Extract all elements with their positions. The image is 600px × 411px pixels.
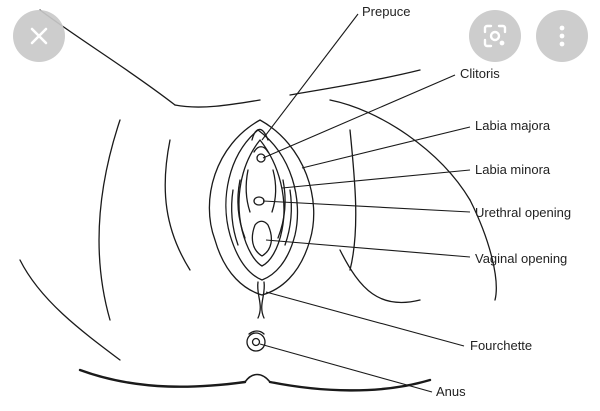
label-clitoris: Clitoris bbox=[460, 66, 500, 81]
label-vaginal-opening: Vaginal opening bbox=[475, 251, 568, 266]
label-anus: Anus bbox=[436, 384, 466, 399]
leader-vaginal-opening bbox=[265, 239, 471, 258]
label-urethral-opening: Urethral opening bbox=[475, 205, 572, 220]
label-prepuce: Prepuce bbox=[362, 4, 411, 19]
lens-search-button[interactable] bbox=[469, 10, 521, 62]
leader-urethral-opening bbox=[262, 200, 471, 213]
label-labia-majora: Labia majora bbox=[475, 118, 551, 133]
label-fourchette: Fourchette bbox=[470, 338, 533, 353]
close-icon bbox=[28, 25, 50, 47]
more-options-button[interactable] bbox=[536, 10, 588, 62]
close-button[interactable] bbox=[13, 10, 65, 62]
leader-anus bbox=[259, 343, 433, 393]
label-labia-minora: Labia minora bbox=[475, 162, 551, 177]
leader-labia-minora bbox=[281, 169, 471, 189]
leader-labia-majora bbox=[301, 126, 471, 169]
leader-prepuce bbox=[261, 13, 359, 141]
leader-clitoris bbox=[262, 74, 456, 159]
more-vertical-icon bbox=[558, 24, 566, 48]
leader-fourchette bbox=[265, 291, 465, 347]
lens-search-icon bbox=[482, 23, 508, 49]
